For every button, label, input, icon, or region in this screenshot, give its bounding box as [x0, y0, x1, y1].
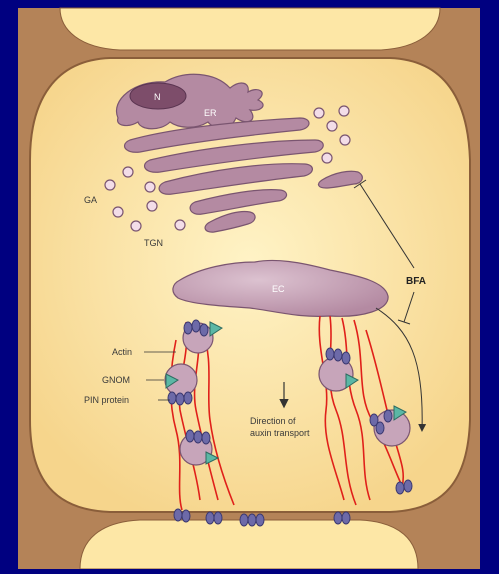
upper-neighbour-cell	[60, 8, 440, 50]
direction-label-line1: Direction of	[250, 416, 296, 426]
bfa-label: BFA	[406, 276, 426, 287]
right-margin	[480, 0, 499, 569]
gnom-label: GNOM	[102, 375, 130, 385]
ec-label: EC	[272, 284, 285, 294]
lower-neighbour-cell	[80, 520, 418, 569]
ga-label: GA	[84, 195, 97, 205]
nucleus-label: N	[154, 92, 161, 102]
pin-label: PIN protein	[84, 395, 129, 405]
direction-label-line2: auxin transport	[250, 428, 310, 438]
tgn-label: TGN	[144, 238, 163, 248]
actin-label: Actin	[112, 347, 132, 357]
er-label: ER	[204, 108, 217, 118]
left-margin	[0, 0, 18, 569]
